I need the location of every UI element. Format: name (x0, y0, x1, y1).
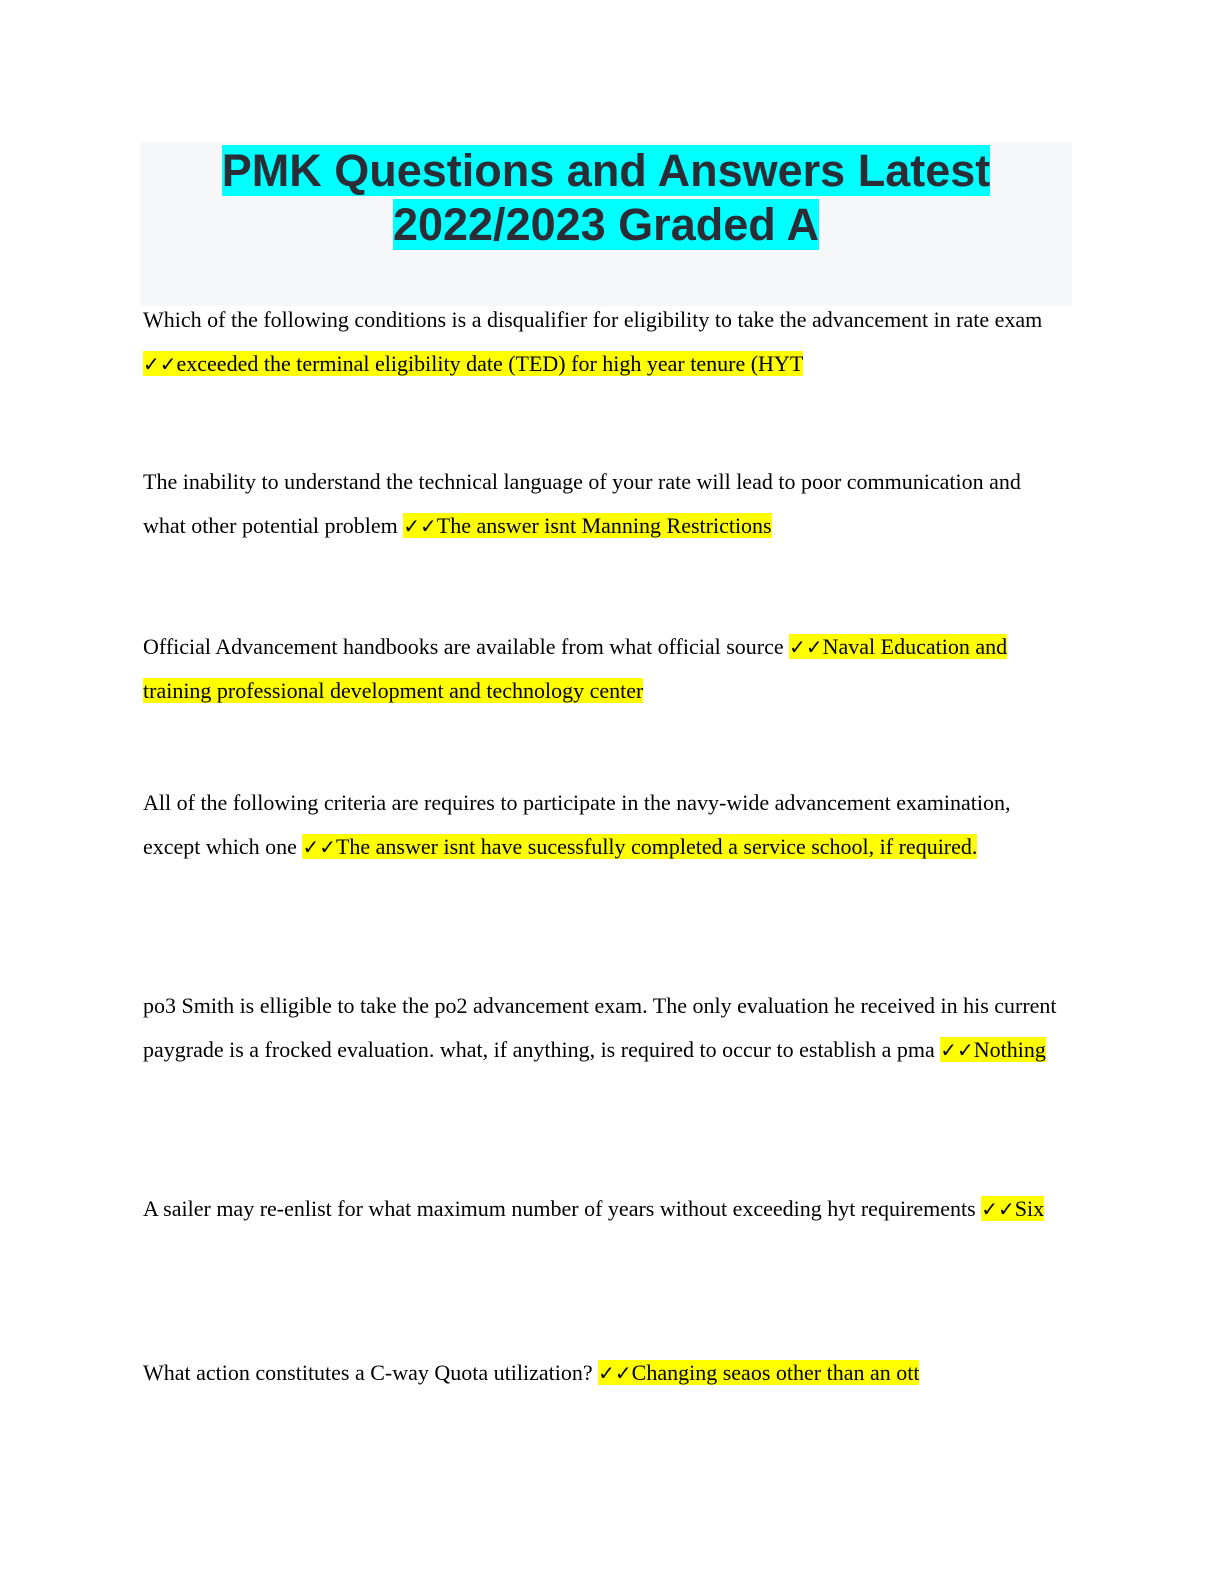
check-icon: ✓✓ (403, 514, 437, 538)
answer-highlight: ✓✓The answer isnt Manning Restrictions (403, 513, 772, 538)
answer-highlight: ✓✓Changing seaos other than an ott (598, 1360, 920, 1385)
check-icon: ✓✓ (981, 1197, 1015, 1221)
qa-item-1: Which of the following conditions is a d… (143, 298, 1068, 386)
check-icon: ✓✓ (598, 1361, 632, 1385)
question-text: Official Advancement handbooks are avail… (143, 634, 790, 659)
question-text: What action constitutes a C-way Quota ut… (143, 1360, 599, 1385)
question-text: A sailer may re-enlist for what maximum … (143, 1196, 982, 1221)
answer-text: Changing seaos other than an ott (631, 1360, 920, 1385)
qa-item-5: po3 Smith is elligible to take the po2 a… (143, 984, 1068, 1072)
check-icon: ✓✓ (302, 835, 336, 859)
question-text: All of the following criteria are requir… (143, 790, 1011, 859)
answer-highlight: ✓✓Six (981, 1196, 1045, 1221)
answer-text: exceeded the terminal eligibility date (… (176, 351, 804, 376)
qa-item-6: A sailer may re-enlist for what maximum … (143, 1187, 1068, 1231)
title-box: PMK Questions and Answers Latest 2022/20… (140, 142, 1072, 306)
document-title: PMK Questions and Answers Latest 2022/20… (140, 142, 1072, 252)
check-icon: ✓✓ (143, 352, 177, 376)
qa-item-7: What action constitutes a C-way Quota ut… (143, 1351, 1068, 1395)
question-text: po3 Smith is elligible to take the po2 a… (143, 993, 1057, 1062)
question-text: Which of the following conditions is a d… (143, 307, 1043, 332)
answer-text: The answer isnt Manning Restrictions (436, 513, 772, 538)
qa-item-4: All of the following criteria are requir… (143, 781, 1068, 869)
qa-item-3: Official Advancement handbooks are avail… (143, 625, 1068, 713)
check-icon: ✓✓ (789, 635, 823, 659)
title-highlight: PMK Questions and Answers Latest 2022/20… (221, 145, 991, 250)
answer-text: Naval Education and training professiona… (143, 634, 1008, 703)
answer-text: The answer isnt have sucessfully complet… (335, 834, 978, 859)
check-icon: ✓✓ (940, 1038, 974, 1062)
answer-text: Nothing (973, 1037, 1046, 1062)
question-text: The inability to understand the technica… (143, 469, 1021, 538)
answer-highlight: ✓✓Nothing (940, 1037, 1046, 1062)
answer-highlight: ✓✓exceeded the terminal eligibility date… (143, 351, 804, 376)
answer-text: Six (1014, 1196, 1045, 1221)
answer-highlight: ✓✓The answer isnt have sucessfully compl… (302, 834, 978, 859)
qa-item-2: The inability to understand the technica… (143, 460, 1068, 548)
